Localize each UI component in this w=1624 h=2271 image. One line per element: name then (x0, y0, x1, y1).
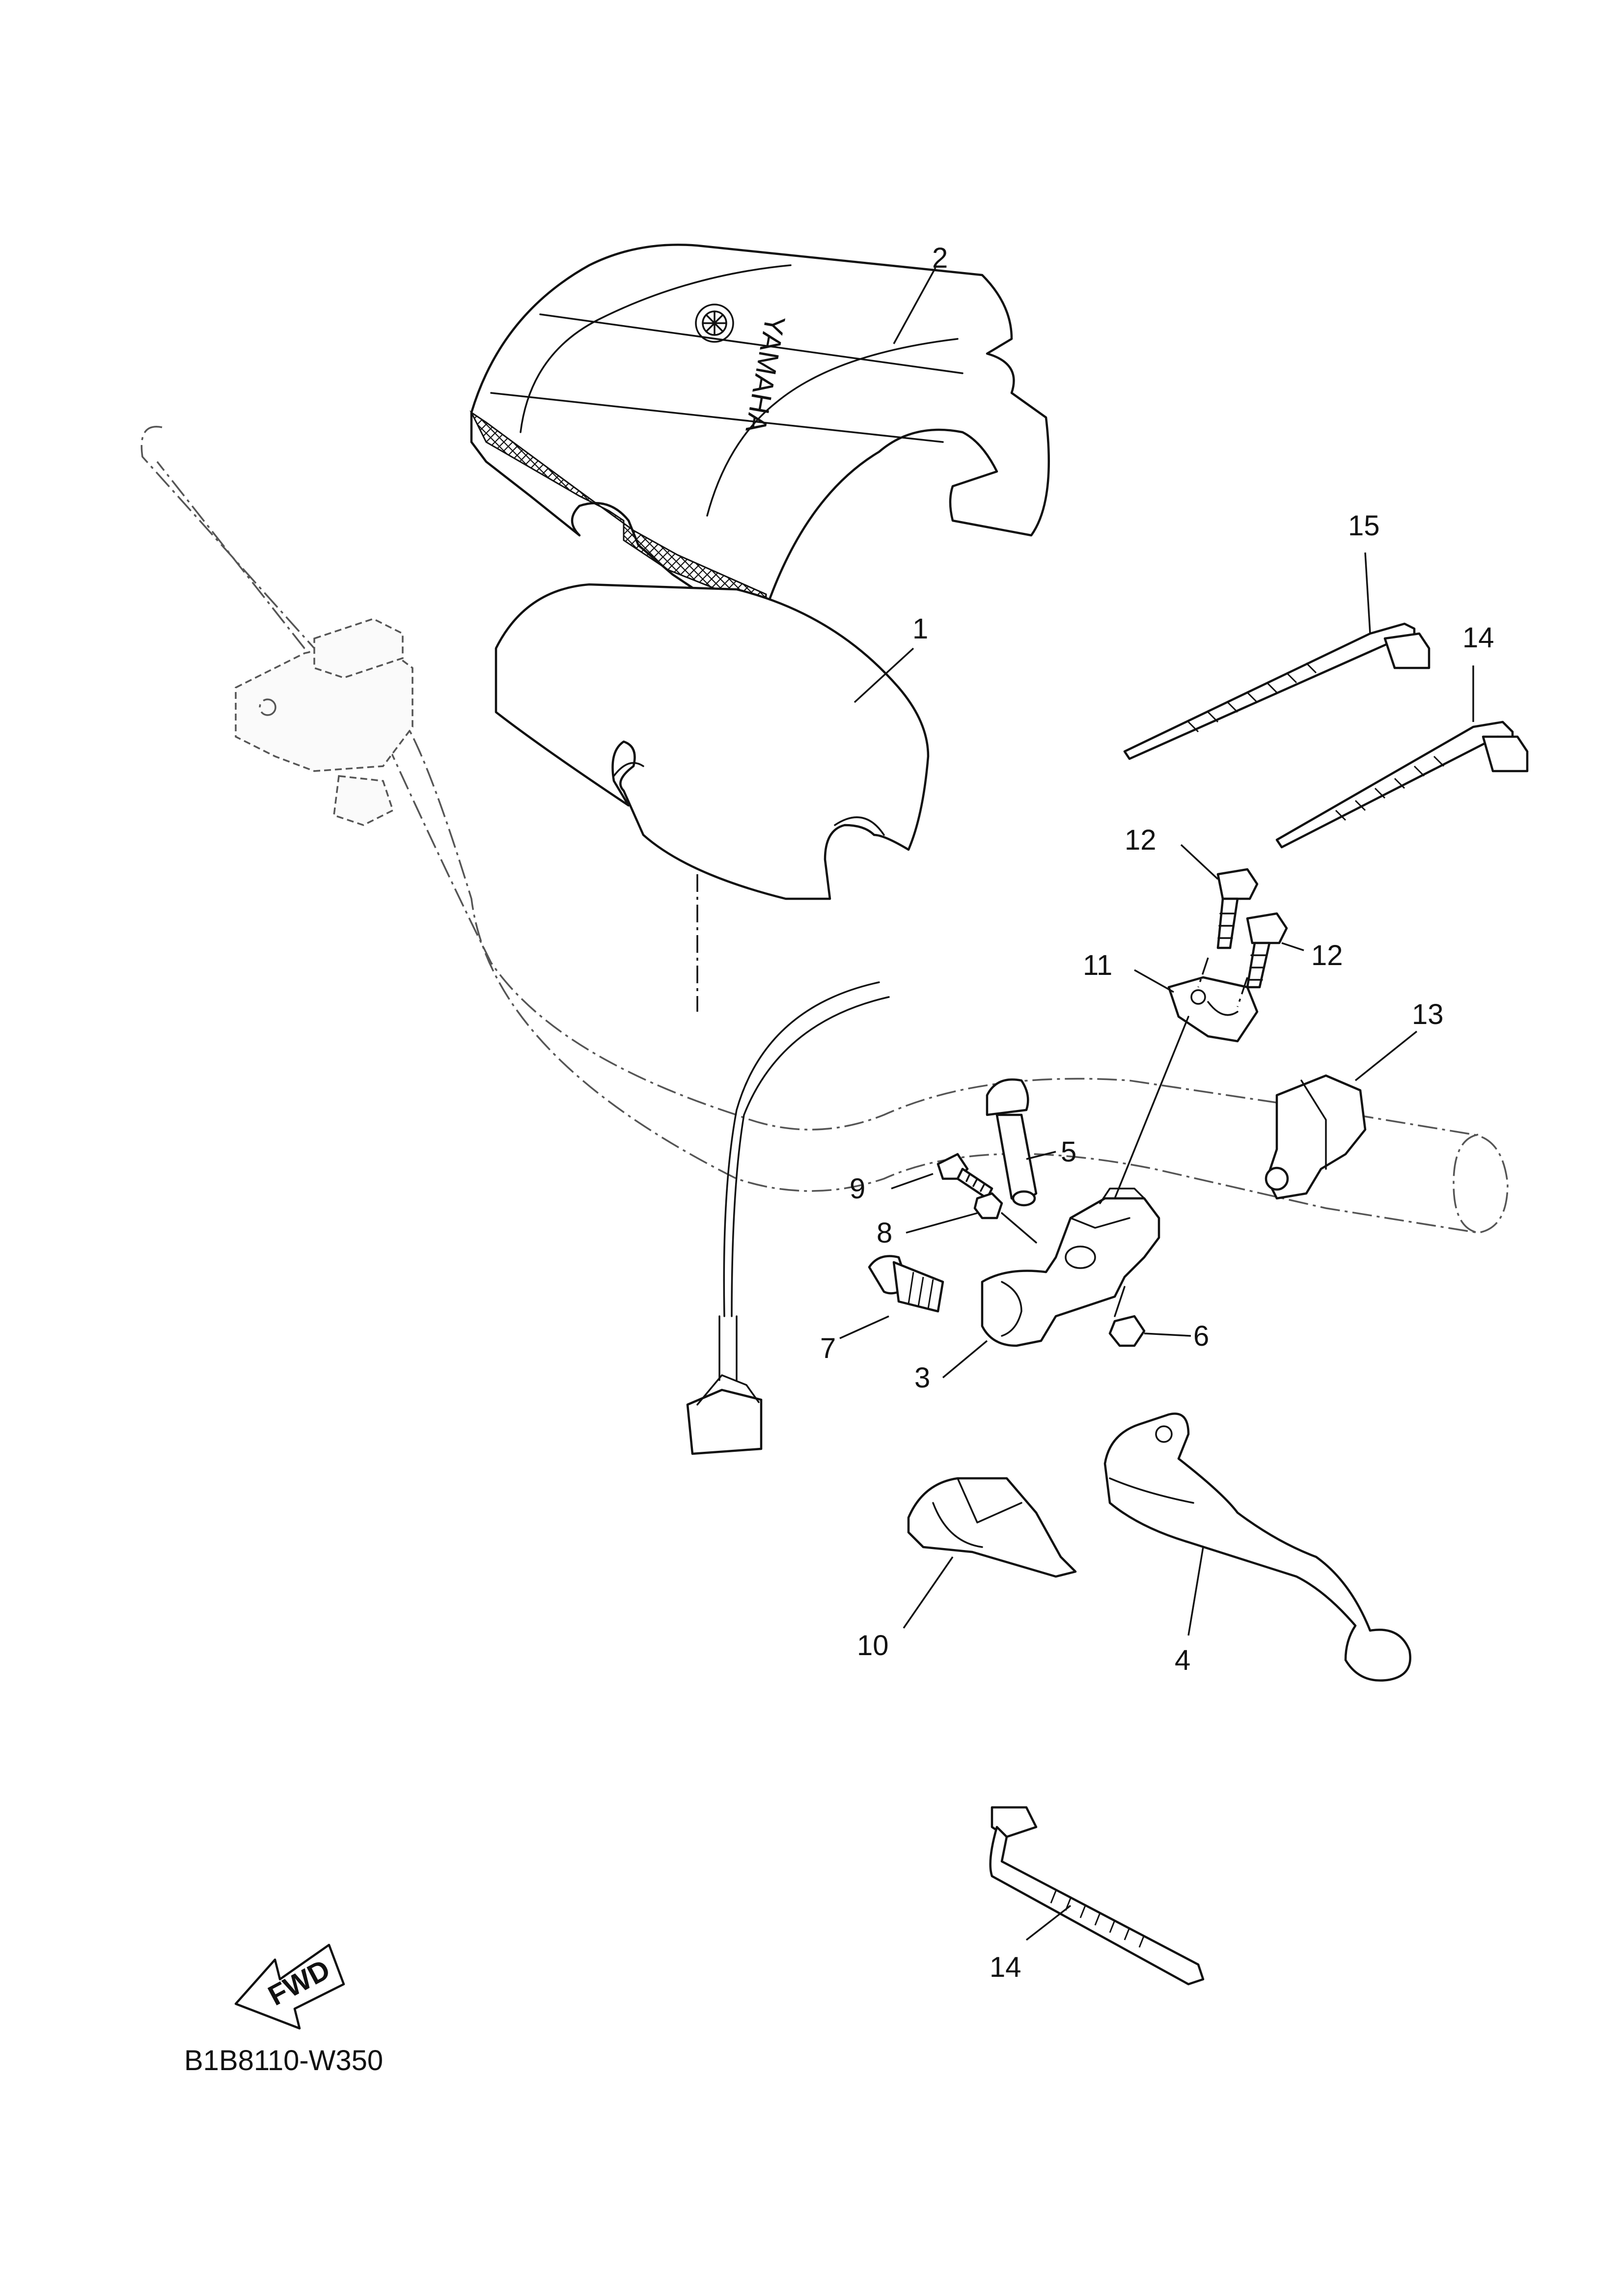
callout-3: 3 (914, 1362, 930, 1394)
callout-4: 4 (1175, 1644, 1190, 1676)
leader-lines (839, 267, 1474, 1941)
callout-6: 6 (1193, 1320, 1209, 1352)
handlebar-phantom (140, 426, 1509, 1234)
callout-8: 8 (877, 1217, 892, 1249)
pad-part-1 (495, 583, 930, 900)
left-clamp-phantom (235, 618, 413, 826)
pivot-bolt-part-5 (986, 1078, 1038, 1207)
callout-14a: 14 (1462, 622, 1494, 654)
callout-1: 1 (912, 613, 928, 645)
screw-part-9 (936, 1153, 993, 1200)
bolt-part-12-lower (1246, 912, 1288, 989)
callout-12a: 12 (1125, 824, 1156, 856)
adjuster-part-7 (868, 1255, 944, 1313)
pad-cover-part-2: YAMAHA (469, 244, 1050, 610)
cable-tie-part-14-upper (1275, 720, 1529, 849)
holder-part-11 (1167, 976, 1259, 1043)
callout-11: 11 (1083, 949, 1112, 981)
callout-2: 2 (932, 242, 948, 274)
switch-wire (686, 981, 890, 1455)
adjuster-axis (1001, 1212, 1037, 1244)
callout-7: 7 (820, 1332, 836, 1364)
bolt-part-12-upper (1216, 868, 1259, 949)
clamp-link-line (1114, 1016, 1189, 1199)
callout-15: 15 (1348, 510, 1380, 542)
drawing-code: B1B8110-W350 (184, 2045, 383, 2077)
cable-tie-part-15 (1123, 622, 1431, 760)
callout-labels: 2 1 15 14 12 12 11 13 5 9 8 7 3 6 10 4 1… (820, 242, 1494, 1983)
lever-holder-part-3 (981, 1188, 1160, 1347)
boot-part-10 (907, 1477, 1077, 1578)
clamp-part-13 (1265, 1074, 1367, 1200)
holder-axis (1197, 957, 1248, 1007)
callout-12b: 12 (1311, 940, 1343, 971)
cable-tie-part-14-lower (989, 1806, 1205, 1986)
lever-part-4 (1103, 1412, 1411, 1682)
nut-part-6 (1108, 1315, 1146, 1347)
callout-5: 5 (1061, 1136, 1076, 1168)
callout-13: 13 (1412, 998, 1444, 1030)
nut-part-8 (973, 1192, 1003, 1219)
fwd-direction-arrow: FWD (234, 1943, 345, 2030)
callout-9: 9 (850, 1173, 865, 1205)
callout-10: 10 (857, 1630, 889, 1662)
pivot-axis (1114, 1286, 1126, 1317)
callout-14b: 14 (990, 1951, 1021, 1983)
